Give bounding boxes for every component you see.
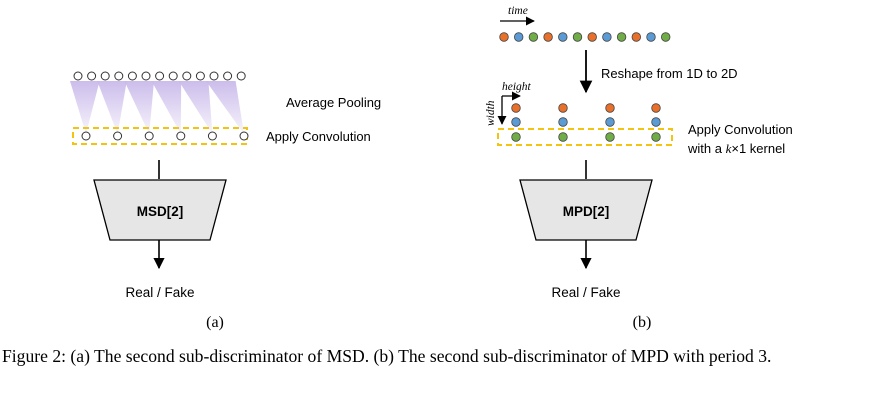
reshape-label: Reshape from 1D to 2D [601, 66, 738, 81]
pooled-sample-circle [113, 131, 123, 141]
reshaped-sample-circle [605, 132, 615, 142]
pooled-sample-circle [81, 131, 91, 141]
input-sample-circle [209, 71, 219, 81]
input-sample-circle [87, 71, 97, 81]
time-sample-circle [499, 32, 509, 42]
figure-diagram: Average Pooling Apply Convolution MSD[2]… [70, 5, 793, 331]
reshaped-sample-circle [558, 117, 568, 127]
reshaped-sample-circle [651, 117, 661, 127]
input-sample-circle [141, 71, 151, 81]
figure-caption: Figure 2: (a) The second sub-discriminat… [2, 346, 772, 366]
time-sample-circle [587, 32, 597, 42]
average-pooling-label: Average Pooling [286, 95, 381, 110]
input-sample-circle [223, 71, 233, 81]
kernel-label-prefix: with a [687, 141, 726, 156]
input-samples-row [73, 71, 246, 81]
time-label: time [508, 5, 528, 17]
height-label: height [502, 81, 532, 93]
reshaped-2d-samples [511, 103, 661, 142]
mpd-block-label: MPD[2] [563, 204, 610, 219]
input-sample-circle [73, 71, 83, 81]
time-sample-circle [631, 32, 642, 42]
input-sample-circle [155, 71, 165, 81]
reshaped-sample-circle [558, 103, 568, 113]
pooled-samples-row [81, 131, 249, 141]
time-series-samples [499, 32, 671, 42]
reshaped-sample-circle [511, 103, 521, 113]
time-sample-circle [528, 32, 539, 42]
input-sample-circle [195, 71, 205, 81]
mpd-block [519, 179, 653, 241]
reshaped-sample-circle [558, 132, 568, 142]
time-sample-circle [646, 32, 656, 42]
input-sample-circle [100, 71, 110, 81]
reshaped-sample-circle [511, 132, 521, 142]
pooling-fan [124, 81, 154, 134]
time-sample-circle [602, 32, 612, 42]
panel-a-sublabel: (a) [206, 314, 224, 331]
pooled-sample-circle [239, 131, 249, 141]
pooled-sample-circle [176, 131, 186, 141]
apply-convolution-label: Apply Convolution [266, 129, 371, 144]
kernel-label-k: k [726, 141, 732, 156]
width-label: width [485, 100, 497, 126]
reshaped-sample-circle [605, 117, 615, 127]
panel-b-sublabel: (b) [633, 314, 652, 331]
msd-block-label: MSD[2] [137, 204, 184, 219]
output-label-b: Real / Fake [551, 285, 620, 300]
reshaped-sample-circle [511, 117, 521, 127]
input-sample-circle [236, 71, 246, 81]
reshaped-sample-circle [651, 103, 661, 113]
input-sample-circle [127, 71, 137, 81]
pooling-fan [97, 81, 127, 134]
time-sample-circle [661, 32, 671, 42]
time-sample-circle [543, 32, 553, 42]
apply-convolution-label-b: Apply Convolution [688, 122, 793, 137]
average-pooling-fans [70, 81, 244, 134]
pooling-fan [151, 81, 182, 134]
time-sample-circle [514, 32, 524, 42]
pooling-fan [70, 81, 100, 134]
convolution-dashed-box [72, 127, 248, 145]
kernel-size-label: with a k×1 kernel [687, 141, 785, 156]
time-sample-circle [572, 32, 583, 42]
pooling-fan [206, 81, 244, 134]
pooled-sample-circle [207, 131, 217, 141]
panel-b: time Reshape from 1D to 2D height width … [485, 5, 793, 331]
input-sample-circle [182, 71, 192, 81]
kernel-label-x: ×1 kernel [731, 141, 785, 156]
pooling-fan [178, 81, 213, 134]
reshaped-sample-circle [605, 103, 615, 113]
output-label: Real / Fake [125, 285, 194, 300]
time-sample-circle [558, 32, 568, 42]
reshaped-sample-circle [651, 132, 661, 142]
pooled-sample-circle [144, 131, 154, 141]
msd-block [93, 179, 227, 241]
time-sample-circle [616, 32, 627, 42]
input-sample-circle [168, 71, 178, 81]
panel-a: Average Pooling Apply Convolution MSD[2]… [70, 71, 381, 331]
input-sample-circle [114, 71, 124, 81]
kernel-dashed-box [497, 128, 673, 146]
